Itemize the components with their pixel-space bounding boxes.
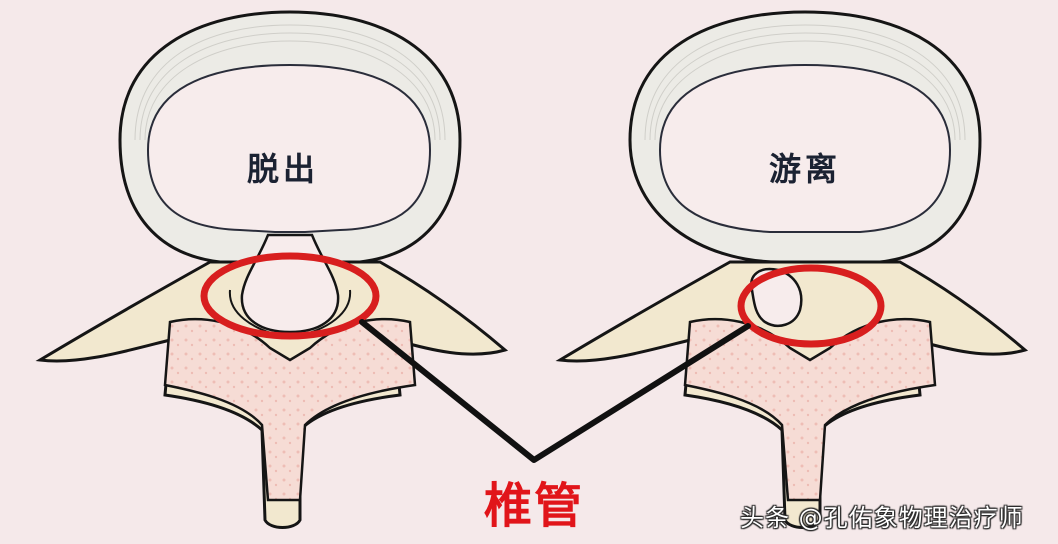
pointer-lines [359,319,751,463]
label-spinal-canal: 椎管 [484,478,585,534]
label-sequestration: 游离 [769,150,842,188]
right-highlight-circle [737,264,885,348]
label-extrusion: 脱出 [247,150,320,188]
right-vertebra [555,10,1029,529]
watermark: 头条 @孔佑象物理治疗师 [740,504,1024,532]
right-free-fragment [749,267,803,327]
left-vertebra [35,10,509,529]
left-disc-nucleus [146,63,432,234]
left-highlight-circle [200,252,380,340]
right-disc-nucleus [658,63,952,233]
